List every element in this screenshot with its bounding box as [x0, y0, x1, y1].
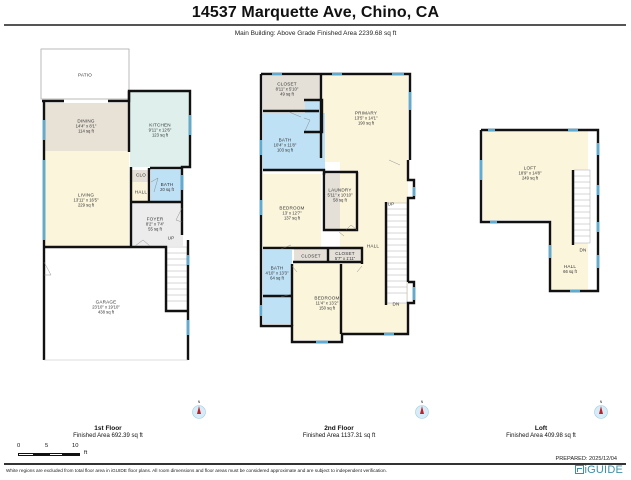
north-compass-icon: N: [594, 400, 608, 419]
svg-text:N: N: [198, 400, 201, 404]
page-title: 14537 Marquette Ave, Chino, CA: [191, 4, 440, 21]
iguide-logo-icon: [574, 465, 584, 474]
room-label-patio: PATIO: [77, 72, 93, 78]
iguide-logo: iGUIDE: [574, 464, 623, 476]
stair-label-up-2: UP: [387, 201, 395, 207]
second-floor-plan: [259, 72, 416, 344]
stair-label-dn-loft: DN: [579, 247, 587, 253]
disclaimer-text: White regions are excluded from total fl…: [6, 468, 387, 473]
stair-label-up: UP: [167, 235, 175, 241]
page-subtitle: Main Building: Above Grade Finished Area…: [234, 30, 397, 37]
svg-text:N: N: [600, 400, 603, 404]
north-compass-icon: N: [192, 400, 206, 419]
room-label-closet-a: CLOSET: [301, 253, 321, 259]
stair-label-dn: DN: [392, 301, 400, 307]
svg-text:N: N: [421, 400, 424, 404]
header-divider: [4, 24, 626, 26]
first-floor-plan: [40, 48, 192, 361]
loft-plan: [479, 128, 600, 293]
room-label-clo: CLO: [135, 172, 147, 178]
prepared-date: PREPARED: 2025/12/04: [555, 456, 617, 462]
footer-divider: [4, 463, 626, 465]
north-compass-icon: N: [415, 400, 429, 419]
room-label-hall-2: HALL: [366, 243, 380, 249]
room-label-hall: HALL: [134, 189, 148, 195]
